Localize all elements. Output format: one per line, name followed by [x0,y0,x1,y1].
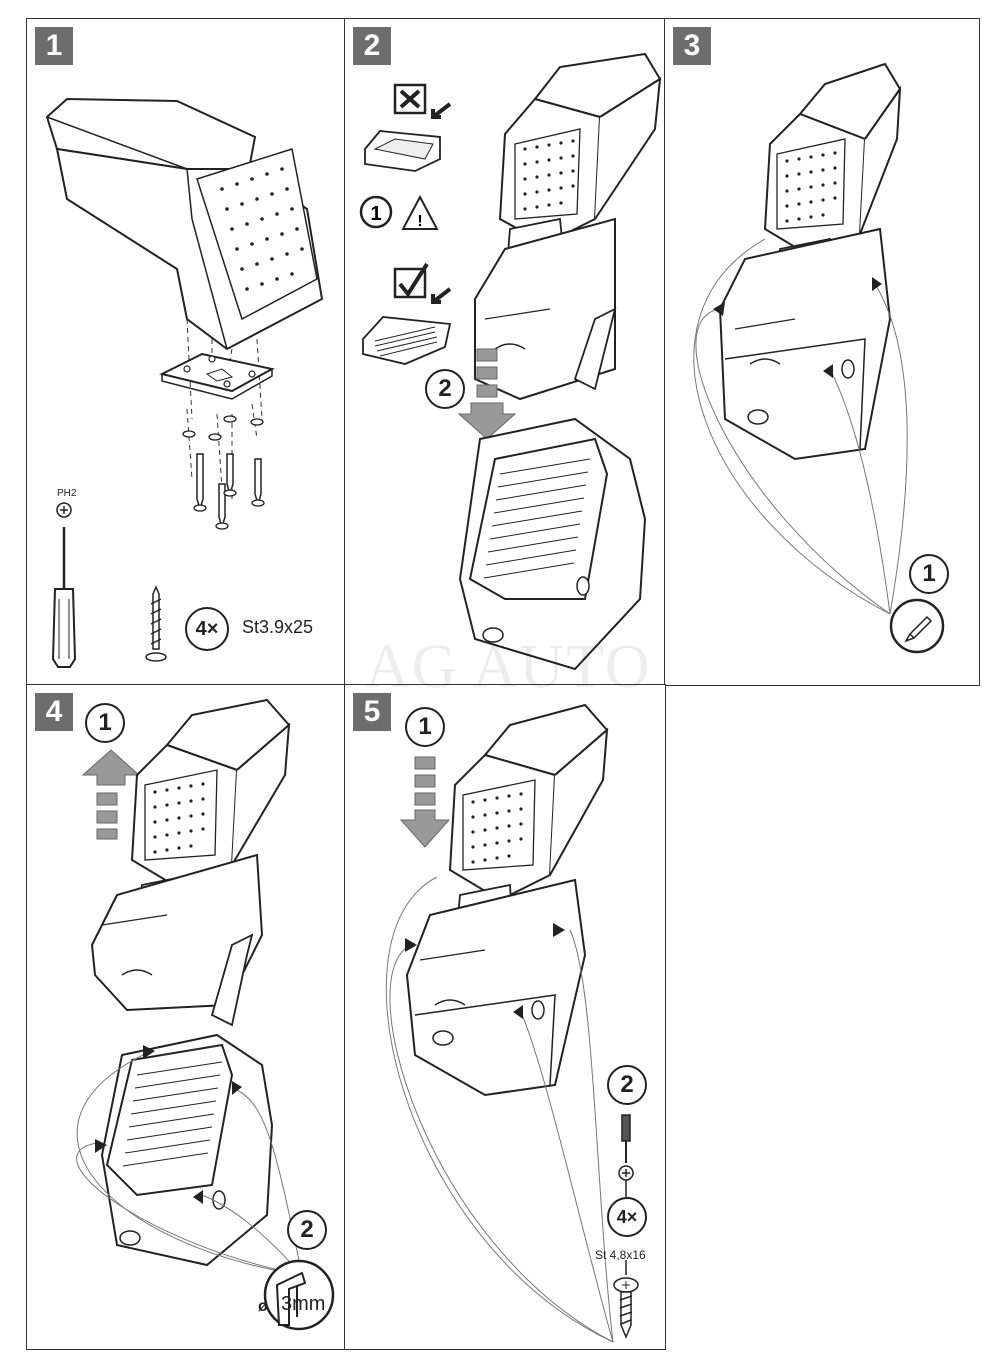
screw-spec-label: St3.9x25 [242,617,314,637]
step-2-number: 2 [353,27,391,65]
step-3-panel: 3 1 [664,18,980,686]
step-1-number: 1 [35,27,73,65]
step-5-number: 5 [353,693,391,731]
watermark: AG AUTO [365,633,652,701]
step-4-number: 4 [35,693,73,731]
drill-size-label: 3mm [281,1293,326,1315]
svg-text:1: 1 [370,203,381,225]
wood-screw-icon [145,585,167,662]
step-4-substep-1: 1 [85,703,125,743]
screwing-armrest-drawing [385,703,639,1343]
down-arrow-icon [399,756,451,848]
step-4-panel: 4 1 [26,684,346,1350]
screwdriver-size-label: PH2 [57,488,77,499]
drill-icon [263,1259,335,1331]
step-5-screw-quantity: 4× [607,1197,647,1237]
step-3-number: 3 [673,27,711,65]
armrest-mounting-drawing [45,97,324,668]
step-5-screw-spec: St 4,8x16 [595,1248,646,1262]
step-2-substep-2: 2 [425,369,465,409]
drill-diameter-symbol: ø [258,1298,268,1315]
armrest-lifting-drawing [76,698,335,1331]
self-tapping-screw-icon [613,1260,639,1339]
warning-icon [401,194,439,230]
down-arrow-icon [457,402,517,440]
step-1-panel: 1 [26,18,346,686]
up-arrow-icon [81,749,141,840]
screw-quantity-badge: 4× [185,607,229,651]
screwdriver-icon [51,502,77,668]
step-2-panel: 2 1 ! [344,18,666,686]
step-3-substep-1: 1 [909,554,949,594]
step-5-substep-2: 2 [607,1065,647,1105]
marking-holes-drawing [693,62,945,654]
screwdriver-icon [618,1114,634,1197]
step-4-substep-2: 2 [287,1210,327,1250]
svg-text:!: ! [417,213,422,230]
step-5-panel: 5 1 [344,684,666,1350]
step-5-substep-1: 1 [405,707,445,747]
armrest-lowering-drawing: 1 ! [359,52,662,671]
